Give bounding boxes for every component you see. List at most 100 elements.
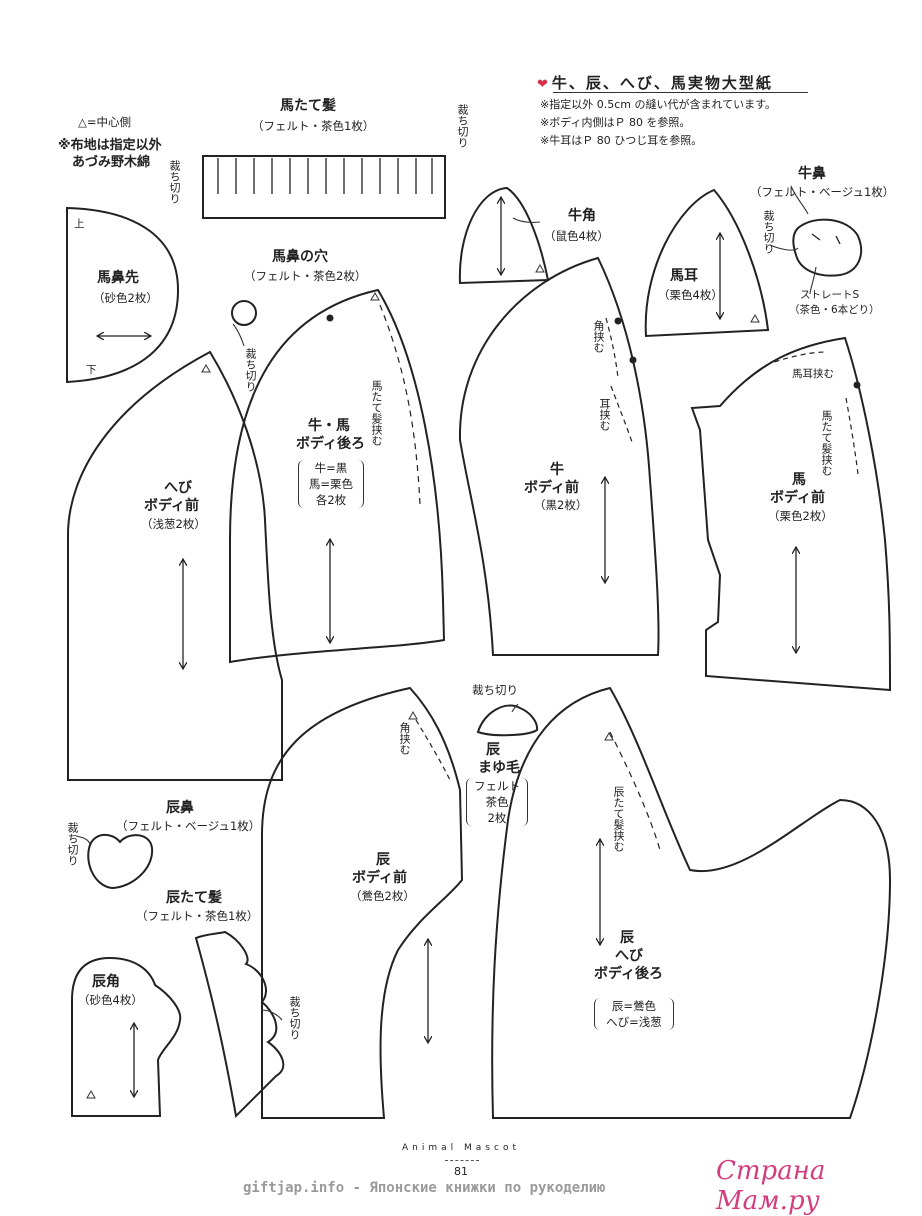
- cow-front-ear-note: 耳挟む: [598, 398, 611, 431]
- horse-nostril-spec: （フェルト・茶色2枚）: [244, 269, 367, 283]
- cow-front-horn-note: 角挟む: [592, 320, 605, 353]
- dragon-horn-shape: [71, 956, 182, 1117]
- dragon-mane-spec: （フェルト・茶色1枚）: [136, 909, 259, 923]
- cow-nose-stitch2: （茶色・6本どり）: [789, 304, 880, 316]
- snake-front-spec: （浅葱2枚）: [141, 517, 206, 531]
- watermark-text: giftjap.info - Японские книжки по рукоде…: [243, 1180, 606, 1196]
- dragon-front-spec: （鶯色2枚）: [350, 889, 415, 903]
- ushi-uma-back-spec2: 馬=栗色: [308, 477, 354, 491]
- ushi-uma-back-mane-note: 馬たて髪挟む: [370, 380, 383, 446]
- cow-horn-shape: [458, 186, 550, 285]
- horse-mane-spec: （フェルト・茶色1枚）: [252, 119, 375, 133]
- dragon-front-horn-note: 角挟む: [398, 722, 411, 755]
- dragon-eyebrow-cut: 裁ち切り: [472, 683, 518, 697]
- horse-front-name: 馬: [792, 472, 806, 488]
- horse-nostril-cut: 裁ち切り: [244, 348, 257, 392]
- snake-front-name2: ボディ前: [144, 498, 200, 514]
- horse-nostril-name: 馬鼻の穴: [272, 249, 328, 265]
- fabric-note-2: あづみ野木綿: [72, 155, 151, 170]
- horse-ear-name: 馬耳: [670, 268, 698, 284]
- dragon-eyebrow-spec3: 2枚: [487, 811, 507, 825]
- dragon-nose-name: 辰鼻: [166, 800, 194, 816]
- ushi-uma-back-spec3: 各2枚: [315, 493, 347, 507]
- dragon-horn-spec: （砂色4枚）: [78, 993, 143, 1007]
- ushi-uma-back-spec1: 牛=黒: [314, 461, 348, 475]
- center-side-markers: [86, 263, 760, 1099]
- dragon-mane-cut: 裁ち切り: [288, 996, 301, 1040]
- dragon-mane-shape: [194, 930, 285, 1119]
- dragon-snake-back-shape: [491, 686, 892, 1119]
- dragon-front-name: 辰: [376, 852, 390, 868]
- cow-horn-spec: （鼠色4枚）: [544, 229, 609, 243]
- dragon-horn-name: 辰角: [92, 974, 120, 990]
- heart-icon: ❤: [537, 77, 550, 92]
- legend-center-side: △=中心側: [78, 115, 131, 129]
- horse-front-mane-note: 馬たて髪挟む: [820, 410, 833, 476]
- dragon-eyebrow-spec2: 茶色: [485, 795, 509, 809]
- dragon-snake-back-spec-box: 辰=鶯色 へび=浅葱: [594, 998, 674, 1030]
- horse-mane-cut-left: 裁ち切り: [168, 160, 181, 204]
- dragon-eyebrow-spec1: フェルト: [474, 779, 520, 793]
- note-line: ※牛耳はＰ 80 ひつじ耳を参照。: [540, 134, 703, 147]
- footer-brand: Animal Mascot: [402, 1143, 520, 1153]
- dragon-eyebrow-shape: [476, 704, 539, 737]
- dragon-front-shape: [261, 686, 464, 1119]
- cow-nose-cut: 裁ち切り: [762, 210, 775, 254]
- site-logo: Страна Мам.ру: [716, 1156, 826, 1216]
- footer-divider: [445, 1160, 479, 1161]
- horse-front-shape: [690, 336, 892, 692]
- horse-muzzle-shape: [66, 206, 180, 384]
- notes-block: ※指定以外 0.5cm の縫い代が含まれています。 ※ボディ内側はＰ 80 を参…: [540, 96, 776, 150]
- cow-nose-stitch1: ストレートS: [800, 289, 860, 301]
- note-line: ※指定以外 0.5cm の縫い代が含まれています。: [540, 98, 777, 111]
- horse-mane-name: 馬たて髪: [280, 98, 336, 114]
- cow-nose-stitches: [811, 233, 841, 245]
- horse-front-ear-note: 馬耳挟む: [792, 368, 834, 380]
- dragon-snake-back-mane-note: 辰たて髪挟む: [612, 786, 625, 852]
- horse-muzzle-bottom: 下: [86, 364, 97, 376]
- horse-front-spec: （栗色2枚）: [768, 509, 833, 523]
- dragon-nose-shape: [87, 833, 154, 890]
- snake-front-name: へび: [164, 480, 192, 496]
- title-underline: [553, 92, 808, 93]
- horse-ear-shape: [644, 188, 770, 338]
- horse-front-ear-dash: [765, 351, 827, 366]
- cow-nose-spec: （フェルト・ベージュ1枚）: [750, 185, 895, 199]
- dragon-mane-name: 辰たて髪: [166, 890, 222, 906]
- ushi-uma-back-shape: [229, 288, 446, 664]
- horse-front-name2: ボディ前: [770, 490, 826, 506]
- ushi-uma-back-mane-dash: [379, 304, 421, 506]
- dragon-nose-cut: 裁ち切り: [66, 822, 79, 866]
- ushi-uma-back-name: 牛・馬: [308, 418, 350, 434]
- dragon-front-horn-dash: [415, 719, 451, 781]
- dragon-snake-back-name2: へび: [615, 948, 643, 964]
- dragon-snake-back-spec2: へび=浅葱: [606, 1015, 662, 1029]
- dragon-front-name2: ボディ前: [352, 870, 408, 886]
- cow-front-horn-dash: [605, 317, 619, 379]
- dragon-eyebrow-spec-box: フェルト 茶色 2枚: [466, 778, 528, 826]
- cow-front-spec: （黒2枚）: [534, 498, 588, 512]
- page-title: ❤牛、辰、へび、馬実物大型紙: [537, 74, 773, 92]
- horse-mane-cut-right: 裁ち切り: [456, 104, 469, 148]
- cow-front-name2: ボディ前: [524, 480, 580, 496]
- dragon-eyebrow-name: 辰: [486, 742, 500, 758]
- horse-muzzle-top: 上: [74, 218, 85, 230]
- dragon-snake-back-spec1: 辰=鶯色: [611, 999, 657, 1013]
- fabric-note-1: ※布地は指定以外: [58, 138, 162, 153]
- cow-front-shape: [458, 256, 660, 656]
- dragon-eyebrow-name2: まゆ毛: [478, 760, 520, 776]
- leader-lines: [75, 185, 817, 1021]
- dragon-snake-back-name3: ボディ後ろ: [594, 966, 664, 982]
- snake-front-shape: [67, 350, 283, 781]
- dragon-nose-spec: （フェルト・ベージュ1枚）: [116, 819, 261, 833]
- horse-nostril-shape: [231, 300, 257, 326]
- cow-nose-shape: [792, 218, 863, 277]
- cow-front-name: 牛: [550, 462, 564, 478]
- horse-front-mane-dash: [845, 397, 859, 475]
- page-number: 81: [454, 1165, 468, 1178]
- horse-muzzle-name: 馬鼻先: [97, 270, 139, 286]
- ushi-uma-back-spec-box: 牛=黒 馬=栗色 各2枚: [298, 460, 364, 508]
- horse-mane-fringe: [217, 158, 433, 194]
